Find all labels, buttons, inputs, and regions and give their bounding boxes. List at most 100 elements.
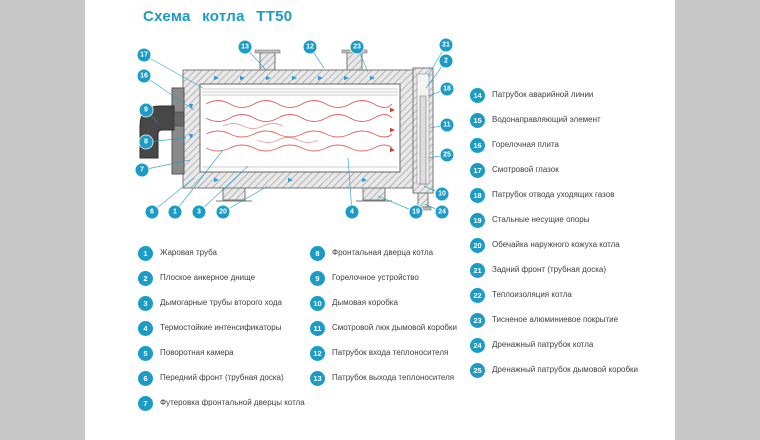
callout-number: 19 [409, 205, 423, 219]
legend-item: 6 Передний фронт (трубная доска) [138, 371, 308, 386]
burner-plate [171, 87, 185, 175]
legend-item-label: Стальные несущие опоры [492, 215, 590, 224]
legend-item: 1 Жаровая труба [138, 246, 308, 261]
legend-item: 16 Горелочная плита [470, 138, 670, 153]
callout-number: 24 [435, 205, 449, 219]
legend-item: 12 Патрубок входа теплоносителя [310, 346, 480, 361]
legend-item-label: Тисненое алюминиевое покрытие [492, 315, 619, 324]
legend-item: 3 Дымогарные трубы второго хода [138, 296, 308, 311]
legend-number-badge: 10 [310, 296, 325, 311]
legend-item: 24 Дренажный патрубок котла [470, 338, 670, 353]
callout-number: 18 [440, 82, 454, 96]
callout-number: 13 [238, 40, 252, 54]
legend-item: 9 Горелочное устройство [310, 271, 480, 286]
callout-leader-lines [141, 44, 448, 213]
legend-item: 19 Стальные несущие опоры [470, 213, 670, 228]
legend-item-label: Жаровая труба [160, 248, 217, 257]
legend-number-badge: 23 [470, 313, 485, 328]
callout-number: 20 [216, 205, 230, 219]
legend-item-label: Передний фронт (трубная доска) [160, 373, 284, 382]
legend-item-label: Дренажный патрубок дымовой коробки [492, 365, 639, 374]
legend-number-badge: 14 [470, 88, 485, 103]
legend-item-label: Термостойкие интенсификаторы [160, 323, 282, 332]
legend-number-badge: 12 [310, 346, 325, 361]
legend-item-label: Дренажный патрубок котла [492, 340, 594, 349]
legend-item: 18 Патрубок отвода уходящих газов [470, 188, 670, 203]
callout-number: 25 [440, 148, 454, 162]
legend-number-badge: 22 [470, 288, 485, 303]
legend-number-badge: 15 [470, 113, 485, 128]
fire-tubes [202, 88, 398, 168]
callout-number: 21 [439, 38, 453, 52]
legend-item-label: Задний фронт (трубная доска) [492, 265, 606, 274]
page-title: Схема котла ТТ50 [143, 8, 293, 25]
legend-column-3: 14 Патрубок аварийной линии 15 Водонапра… [470, 88, 670, 378]
callout-number: 9 [139, 103, 153, 117]
legend-number-badge: 5 [138, 346, 153, 361]
flame-lines [205, 100, 393, 152]
legend-item-label: Футеровка фронтальной дверцы котла [160, 398, 305, 407]
legend-item-label: Патрубок отвода уходящих газов [492, 190, 615, 199]
legend-number-badge: 21 [470, 263, 485, 278]
support-left [222, 187, 246, 201]
legend-number-badge: 8 [310, 246, 325, 261]
legend-item: 23 Тисненое алюминиевое покрытие [470, 313, 670, 328]
legend-item: 17 Смотровой глазок [470, 163, 670, 178]
legend-number-badge: 11 [310, 321, 325, 336]
legend-number-badge: 20 [470, 238, 485, 253]
legend-number-badge: 16 [470, 138, 485, 153]
legend-item: 7 Футеровка фронтальной дверцы котла [138, 396, 308, 411]
legend-item: 15 Водонаправляющий элемент [470, 113, 670, 128]
legend-item: 14 Патрубок аварийной линии [470, 88, 670, 103]
legend-item: 5 Поворотная камера [138, 346, 308, 361]
legend-item-label: Смотровой глазок [492, 165, 559, 174]
callout-number: 7 [135, 163, 149, 177]
legend-item: 21 Задний фронт (трубная доска) [470, 263, 670, 278]
callout-number: 11 [440, 118, 454, 132]
legend-number-badge: 3 [138, 296, 153, 311]
callout-number: 23 [350, 40, 364, 54]
burner-nozzle [173, 111, 185, 127]
callout-number: 4 [345, 205, 359, 219]
callout-number: 1 [168, 205, 182, 219]
legend-item: 2 Плоское анкерное днище [138, 271, 308, 286]
top-flange-left [254, 49, 281, 54]
legend-item: 8 Фронтальная дверца котла [310, 246, 480, 261]
legend-column-1: 1 Жаровая труба 2 Плоское анкерное днище… [138, 246, 308, 411]
legend-item-label: Патрубок выхода теплоносителя [332, 373, 455, 382]
smoke-box-pipe [419, 95, 427, 185]
legend-item-label: Горелочная плита [492, 140, 559, 149]
legend-column-2: 8 Фронтальная дверца котла 9 Горелочное … [310, 246, 480, 386]
callout-number: 16 [137, 69, 151, 83]
legend-number-badge: 13 [310, 371, 325, 386]
legend-item-label: Дымовая коробка [332, 298, 398, 307]
callout-number: 6 [145, 205, 159, 219]
legend-item: 11 Смотровой люк дымовой коробки [310, 321, 480, 336]
callout-number: 12 [303, 40, 317, 54]
callout-number: 2 [439, 54, 453, 68]
legend-item-label: Поворотная камера [160, 348, 234, 357]
right-gutter [675, 0, 760, 440]
legend-item-label: Водонаправляющий элемент [492, 115, 601, 124]
legend-number-badge: 9 [310, 271, 325, 286]
legend-item-label: Обечайка наружного кожуха котла [492, 240, 620, 249]
legend-item-label: Фронтальная дверца котла [332, 248, 434, 257]
legend-number-badge: 18 [470, 188, 485, 203]
combustion-chamber [199, 83, 401, 173]
legend-number-badge: 2 [138, 271, 153, 286]
legend-number-badge: 19 [470, 213, 485, 228]
legend-item-label: Горелочное устройство [332, 273, 419, 282]
legend-item: 25 Дренажный патрубок дымовой коробки [470, 363, 670, 378]
content-area: Схема котла ТТ50 [85, 0, 675, 440]
legend-number-badge: 7 [138, 396, 153, 411]
legend-item: 10 Дымовая коробка [310, 296, 480, 311]
callout-number: 3 [192, 205, 206, 219]
legend-number-badge: 6 [138, 371, 153, 386]
legend-number-badge: 17 [470, 163, 485, 178]
legend-number-badge: 4 [138, 321, 153, 336]
callout-number: 8 [139, 135, 153, 149]
legend-item: 4 Термостойкие интенсификаторы [138, 321, 308, 336]
legend-item-label: Патрубок аварийной линии [492, 90, 594, 99]
boiler-diagram: 17 16 9 8 7 6 1 3 20 4 19 13 [128, 38, 473, 230]
legend-item: 13 Патрубок выхода теплоносителя [310, 371, 480, 386]
